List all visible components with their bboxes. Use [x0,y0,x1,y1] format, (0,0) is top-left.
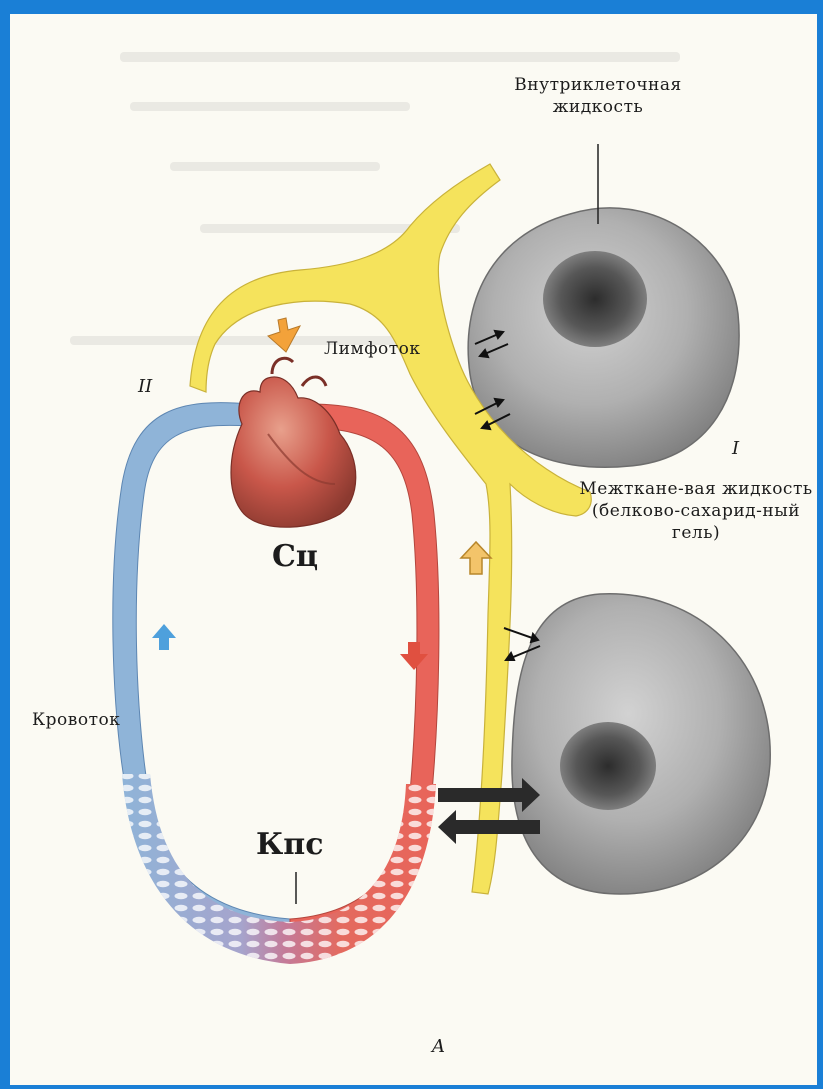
label-blood-flow: Кровоток [32,710,120,731]
label-figure-letter: A [432,1036,445,1059]
label-roman-one: I [732,438,739,461]
cell-bottom [512,594,770,894]
blue-up-arrow-icon [152,624,176,650]
diagram-frame: Внутриклеточная жидкость Лимфоток Межтка… [10,14,817,1085]
nucleus-bottom [560,722,656,810]
circulation-diagram [10,14,817,1085]
cell-top [468,144,739,467]
nucleus-top [543,251,647,347]
capillary-mesh [122,774,436,964]
label-lymph-flow: Лимфоток [324,339,421,360]
lymph-up-arrow-icon [461,542,491,574]
label-heart: Сц [272,538,318,576]
lymph-arrow-icon [268,318,300,352]
heart-icon [231,358,356,527]
label-capillaries: Кпс [256,826,324,864]
label-roman-two: II [138,376,152,399]
label-intracellular: Внутриклеточная жидкость [478,74,718,118]
label-interstitial: Межткане-вая жидкость (белково-сахарид-н… [578,478,814,544]
